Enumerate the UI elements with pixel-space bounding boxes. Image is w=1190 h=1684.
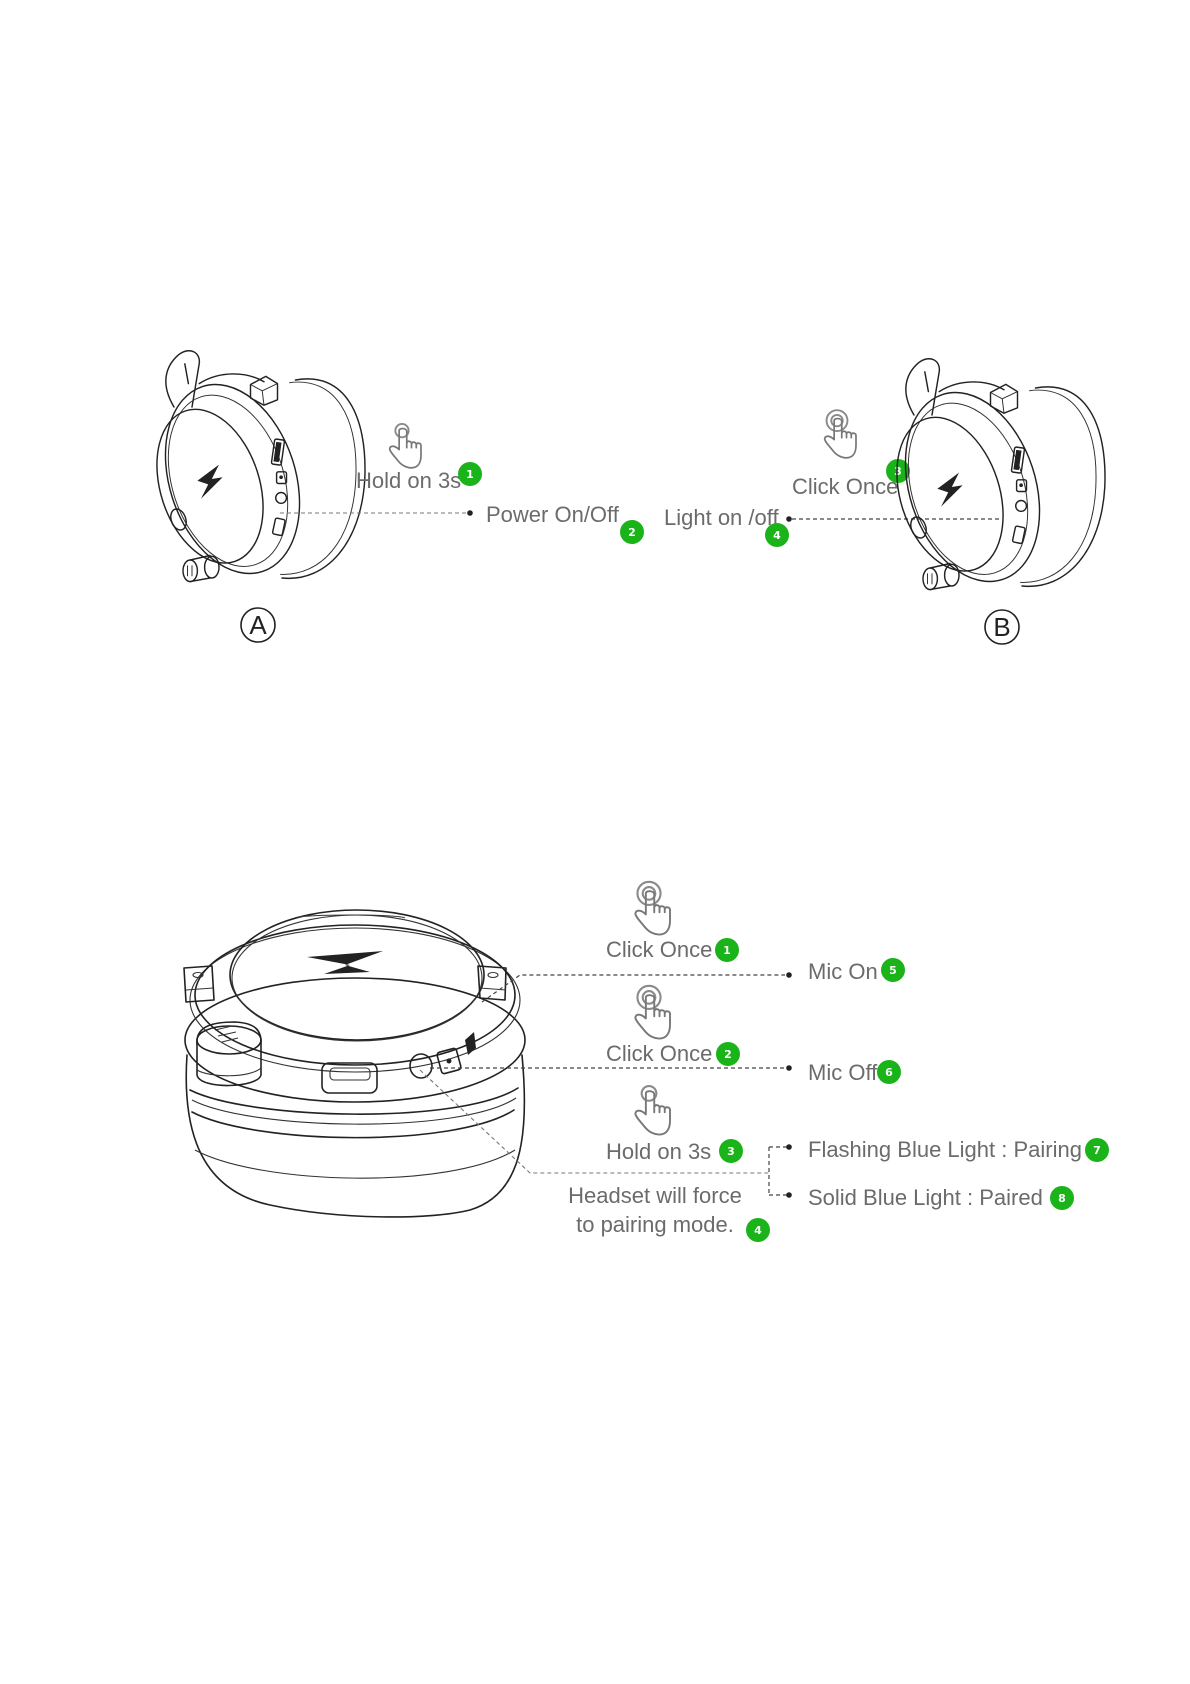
svg-text:4: 4 bbox=[773, 529, 781, 542]
view-b-letter-text: B bbox=[993, 612, 1010, 642]
result-label-flashing-pairing: Flashing Blue Light : Pairing bbox=[808, 1137, 1082, 1162]
hand-tap-icon bbox=[634, 1085, 672, 1136]
leader-dot bbox=[786, 972, 792, 978]
action-label-hold-3s: Hold on 3s bbox=[606, 1139, 711, 1164]
leader-dot bbox=[786, 1144, 792, 1150]
earcup-view-b bbox=[877, 358, 1106, 600]
svg-text:3: 3 bbox=[894, 465, 902, 478]
view-b-letter: B bbox=[984, 609, 1020, 645]
step-badge: 4 bbox=[765, 523, 789, 547]
step-badge: 8 bbox=[1050, 1186, 1074, 1210]
view-a-letter: A bbox=[240, 607, 276, 643]
step-badge: 6 bbox=[877, 1060, 901, 1084]
note-line-1: Headset will force bbox=[568, 1183, 742, 1208]
step-badge: 3 bbox=[886, 459, 910, 483]
result-label-mic-off: Mic Off bbox=[808, 1060, 878, 1085]
svg-text:1: 1 bbox=[466, 468, 474, 481]
result-label-power: Power On/Off bbox=[486, 502, 620, 527]
step-badge: 2 bbox=[620, 520, 644, 544]
earcup-top-view bbox=[183, 909, 526, 1218]
step-badge: 7 bbox=[1085, 1138, 1109, 1162]
svg-text:6: 6 bbox=[885, 1066, 893, 1079]
leader-dot bbox=[786, 516, 792, 522]
svg-text:1: 1 bbox=[723, 944, 731, 957]
svg-text:3: 3 bbox=[727, 1145, 735, 1158]
leader-bracket bbox=[768, 1146, 787, 1196]
svg-text:2: 2 bbox=[724, 1048, 732, 1061]
hand-double-tap-icon bbox=[634, 984, 672, 1040]
step-badge: 2 bbox=[716, 1042, 740, 1066]
step-badge: 1 bbox=[715, 938, 739, 962]
hand-tap-icon bbox=[388, 423, 422, 469]
svg-text:7: 7 bbox=[1093, 1144, 1101, 1157]
result-label-solid-paired: Solid Blue Light : Paired bbox=[808, 1185, 1043, 1210]
step-badge: 1 bbox=[458, 462, 482, 486]
svg-text:8: 8 bbox=[1058, 1192, 1066, 1205]
leader-line-pairing bbox=[419, 1069, 769, 1174]
action-label-hold-3s: Hold on 3s bbox=[356, 468, 461, 493]
svg-text:5: 5 bbox=[889, 964, 897, 977]
result-label-mic-on: Mic On bbox=[808, 959, 878, 984]
action-label-click-once-2: Click Once bbox=[606, 1041, 712, 1066]
step-badge: 3 bbox=[719, 1139, 743, 1163]
step-badge: 5 bbox=[881, 958, 905, 982]
view-a-letter-text: A bbox=[249, 610, 267, 640]
leader-dot bbox=[786, 1192, 792, 1198]
leader-dot bbox=[786, 1065, 792, 1071]
action-label-click-once: Click Once bbox=[792, 474, 898, 499]
leader-line-mic-on bbox=[481, 974, 785, 1003]
step-badge: 4 bbox=[746, 1218, 770, 1242]
hand-double-tap-icon bbox=[823, 409, 857, 459]
hand-double-tap-icon bbox=[634, 880, 672, 936]
svg-text:4: 4 bbox=[754, 1224, 762, 1237]
earcup-view-a bbox=[137, 350, 366, 592]
svg-text:2: 2 bbox=[628, 526, 636, 539]
leader-dot bbox=[467, 510, 473, 516]
note-line-2: to pairing mode. bbox=[576, 1212, 734, 1237]
result-label-light: Light on /off bbox=[664, 505, 779, 530]
action-label-click-once-1: Click Once bbox=[606, 937, 712, 962]
